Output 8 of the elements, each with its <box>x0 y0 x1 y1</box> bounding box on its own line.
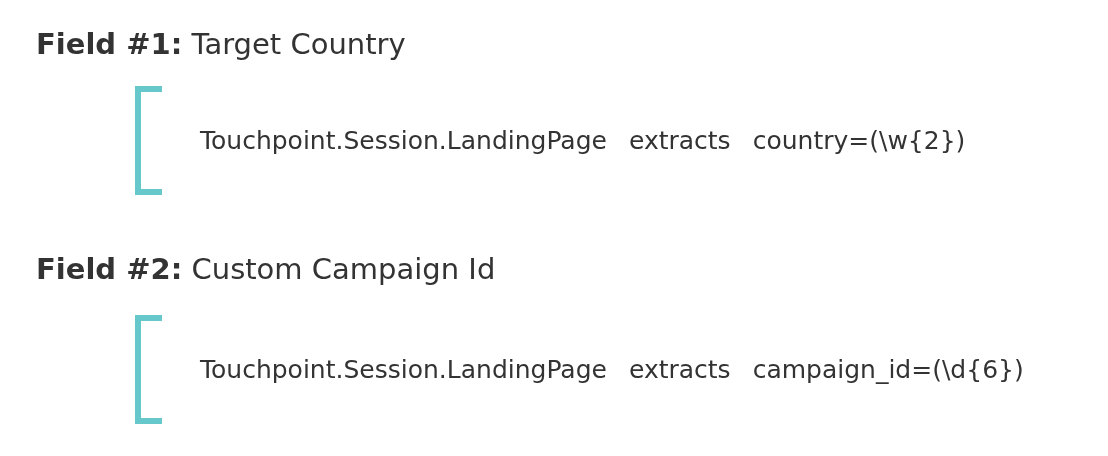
field-heading: Field #1: Target Country <box>36 27 406 61</box>
field-path: Touchpoint.Session.LandingPage <box>200 353 607 386</box>
field-path: Touchpoint.Session.LandingPage <box>200 124 607 157</box>
field-heading: Field #2: Custom Campaign Id <box>36 252 496 286</box>
operator-word: extracts <box>628 124 731 157</box>
regex-pattern: campaign_id=(\d{6}) <box>752 353 1024 386</box>
regex-pattern: country=(\w{2}) <box>752 124 966 157</box>
operator-word: extracts <box>628 353 731 386</box>
